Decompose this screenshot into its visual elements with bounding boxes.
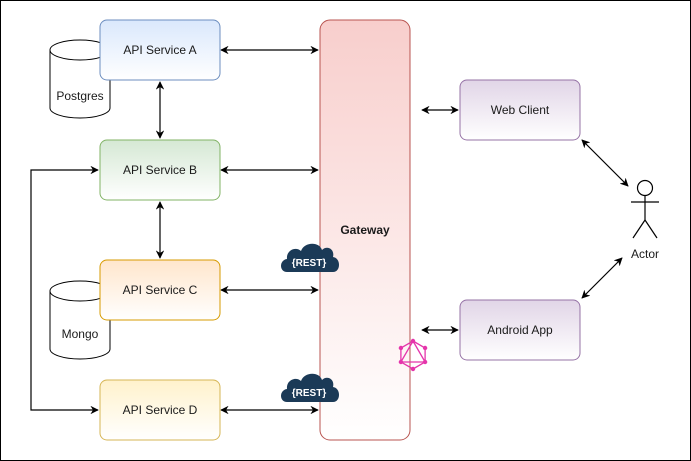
rest-cloud-icon: {REST} [281,243,339,272]
rest-cloud-icon-text: {REST} [292,258,327,269]
gateway-label: Gateway [340,223,390,237]
gateway[interactable]: Gateway [319,19,411,441]
api-service-d[interactable]: API Service D [99,379,221,441]
graphql-icon [398,338,428,372]
database-postgres: Postgres [49,39,111,119]
api-service-b-label: API Service B [123,163,197,177]
rest-cloud-icon: {REST} [281,373,339,402]
connectors [30,45,629,415]
database-mongo-label: Mongo [62,327,99,341]
android-app-label: Android App [487,323,553,337]
web-client-label: Web Client [491,103,550,117]
edge-web-actor [581,139,629,187]
rest-cloud-icon-text: {REST} [292,388,327,399]
actor-label: Actor [631,247,659,261]
api-service-c[interactable]: API Service C [99,259,221,321]
api-service-a[interactable]: API Service A [99,19,221,81]
database-postgres-label: Postgres [56,89,103,103]
api-service-c-label: API Service C [123,283,198,297]
android-app[interactable]: Android App [459,299,581,361]
edge-android-actor [581,257,623,299]
api-service-a-label: API Service A [123,43,196,57]
edge-b-d [30,165,99,415]
api-service-d-label: API Service D [123,403,198,417]
actor-icon [631,179,659,239]
api-service-b[interactable]: API Service B [99,139,221,201]
web-client[interactable]: Web Client [459,79,581,141]
